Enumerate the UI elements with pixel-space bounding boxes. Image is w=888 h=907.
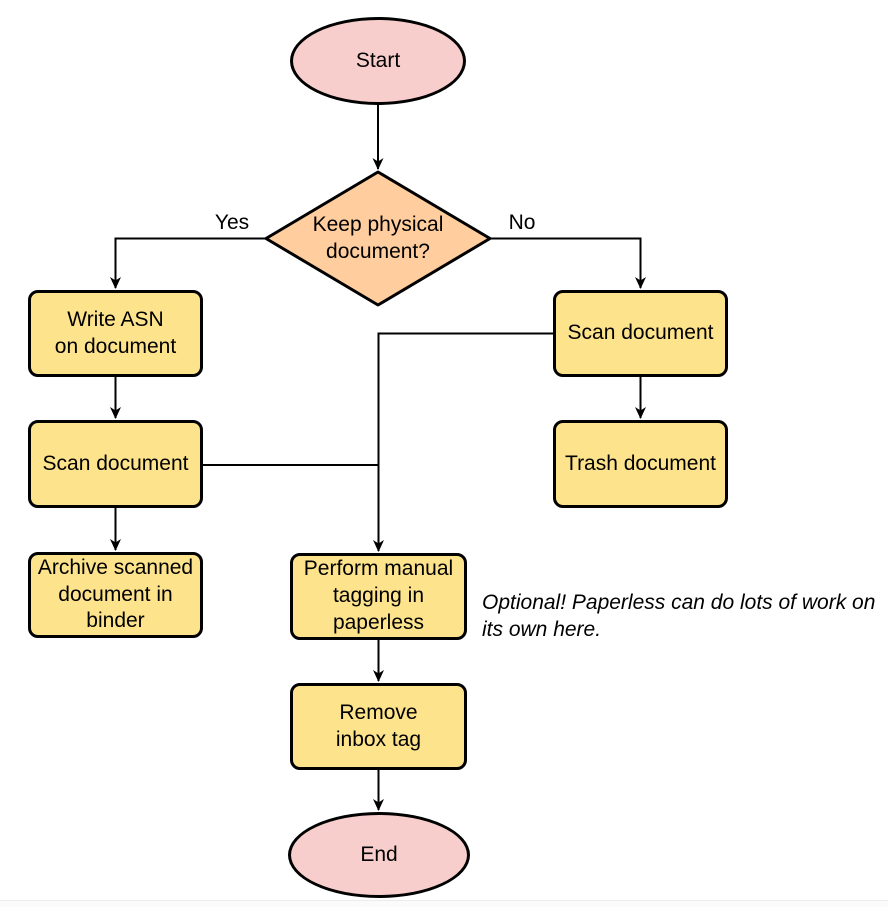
node-scan-document-right: Scan document [553, 290, 728, 377]
edge-label-no: No [508, 211, 536, 234]
node-write-asn: Write ASN on document [28, 290, 203, 377]
edge-label-yes: Yes [214, 211, 250, 234]
node-manual-tagging: Perform manual tagging in paperless [290, 553, 467, 640]
node-archive-scanned: Archive scanned document in binder [28, 552, 203, 638]
edge-scan-right-to-tagging [373, 332, 553, 552]
page-bottom-edge [0, 900, 888, 907]
node-remove-inbox-tag: Remove inbox tag [290, 683, 467, 770]
node-decision-label: Keep physical document? [312, 213, 444, 263]
node-scan-document-left: Scan document [28, 420, 203, 508]
node-trash-document: Trash document [553, 420, 728, 508]
edge-decision-no-to-scan-right [489, 237, 646, 289]
node-start: Start [290, 17, 466, 105]
decision-diamond-shape [264, 170, 492, 307]
optional-note: Optional! Paperless can do lots of work … [482, 591, 876, 642]
node-end: End [288, 812, 470, 898]
edge-decision-yes-to-write-asn [110, 237, 267, 289]
